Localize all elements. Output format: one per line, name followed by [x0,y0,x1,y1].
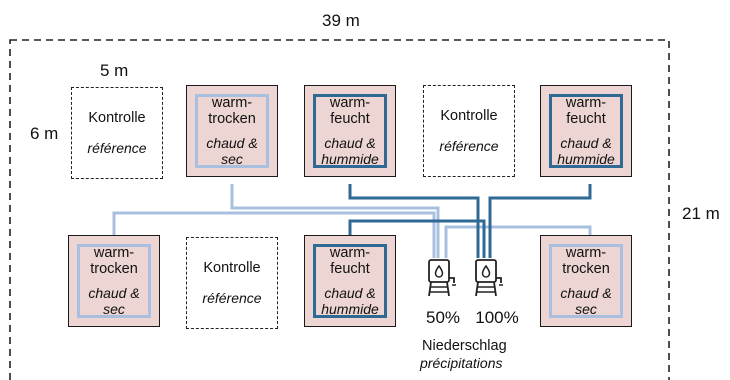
plot-subtitle: chaud & hummide [557,135,615,167]
plot-subtitle: chaud & sec [206,135,258,167]
plot-warm-wet: warm- feucht chaud & hummide [540,85,632,177]
plot-name: warm- trocken [208,95,256,127]
precipitation-subtitle: précipitations [420,355,503,371]
plot-warm-dry: warm- trocken chaud & sec [68,235,160,327]
plot-inner-frame [549,94,623,168]
tank-wet-percent: 100% [475,308,519,327]
plot-subtitle: référence [439,138,499,154]
plot-subtitle: chaud & hummide [321,135,379,167]
plot-warm-dry: warm- trocken chaud & sec [540,235,632,327]
plot-inner-frame [313,244,387,318]
plot-subtitle: référence [87,140,147,156]
width-total-label: 39 m [322,11,360,30]
plot-name: warm- feucht [565,95,607,127]
plot-name: Kontrolle [88,110,146,126]
plot-name: warm- feucht [329,95,371,127]
field-boundary [9,39,670,380]
dry-pipe-r2c1 [112,211,436,258]
water-tank-icon [428,259,456,297]
plot-subtitle: chaud & sec [560,285,612,317]
plot-warm-wet: warm- feucht chaud & hummide [304,235,396,327]
plot-warm-wet: warm- feucht chaud & hummide [304,85,396,177]
wet-pipe-r1c3 [348,184,480,258]
plot-warm-dry: warm- trocken chaud & sec [186,85,278,177]
plot-name: warm- feucht [329,245,371,277]
precipitation-title: Niederschlag [422,338,507,354]
wet-pipe-r1c5 [488,184,592,258]
plot-subtitle: chaud & sec [88,285,140,317]
dry-pipe-r1c2 [230,184,440,258]
height-total-label: 21 m [682,204,720,223]
plot-name: Kontrolle [440,108,498,124]
plot-control: Kontrolle référence [186,237,278,329]
dry-pipe-r2c5 [444,225,592,258]
plot-name: Kontrolle [203,260,261,276]
plot-control: Kontrolle référence [423,85,515,177]
plot-height-label: 6 m [30,124,59,143]
wet-pipe-r2c3 [348,219,486,258]
plot-subtitle: chaud & hummide [321,285,379,317]
plot-width-label: 5 m [100,61,129,80]
plot-name: warm- trocken [90,245,138,277]
plot-inner-frame [77,244,151,318]
plot-inner-frame [195,94,269,168]
dry-pipes [112,184,592,258]
plot-control: Kontrolle référence [71,87,163,179]
plot-subtitle: référence [202,290,262,306]
plot-inner-frame [313,94,387,168]
wet-pipes [348,184,592,258]
water-tank-icon [475,259,503,297]
tank-dry-percent: 50% [425,308,461,327]
plot-name: warm- trocken [562,245,610,277]
plot-inner-frame [549,244,623,318]
